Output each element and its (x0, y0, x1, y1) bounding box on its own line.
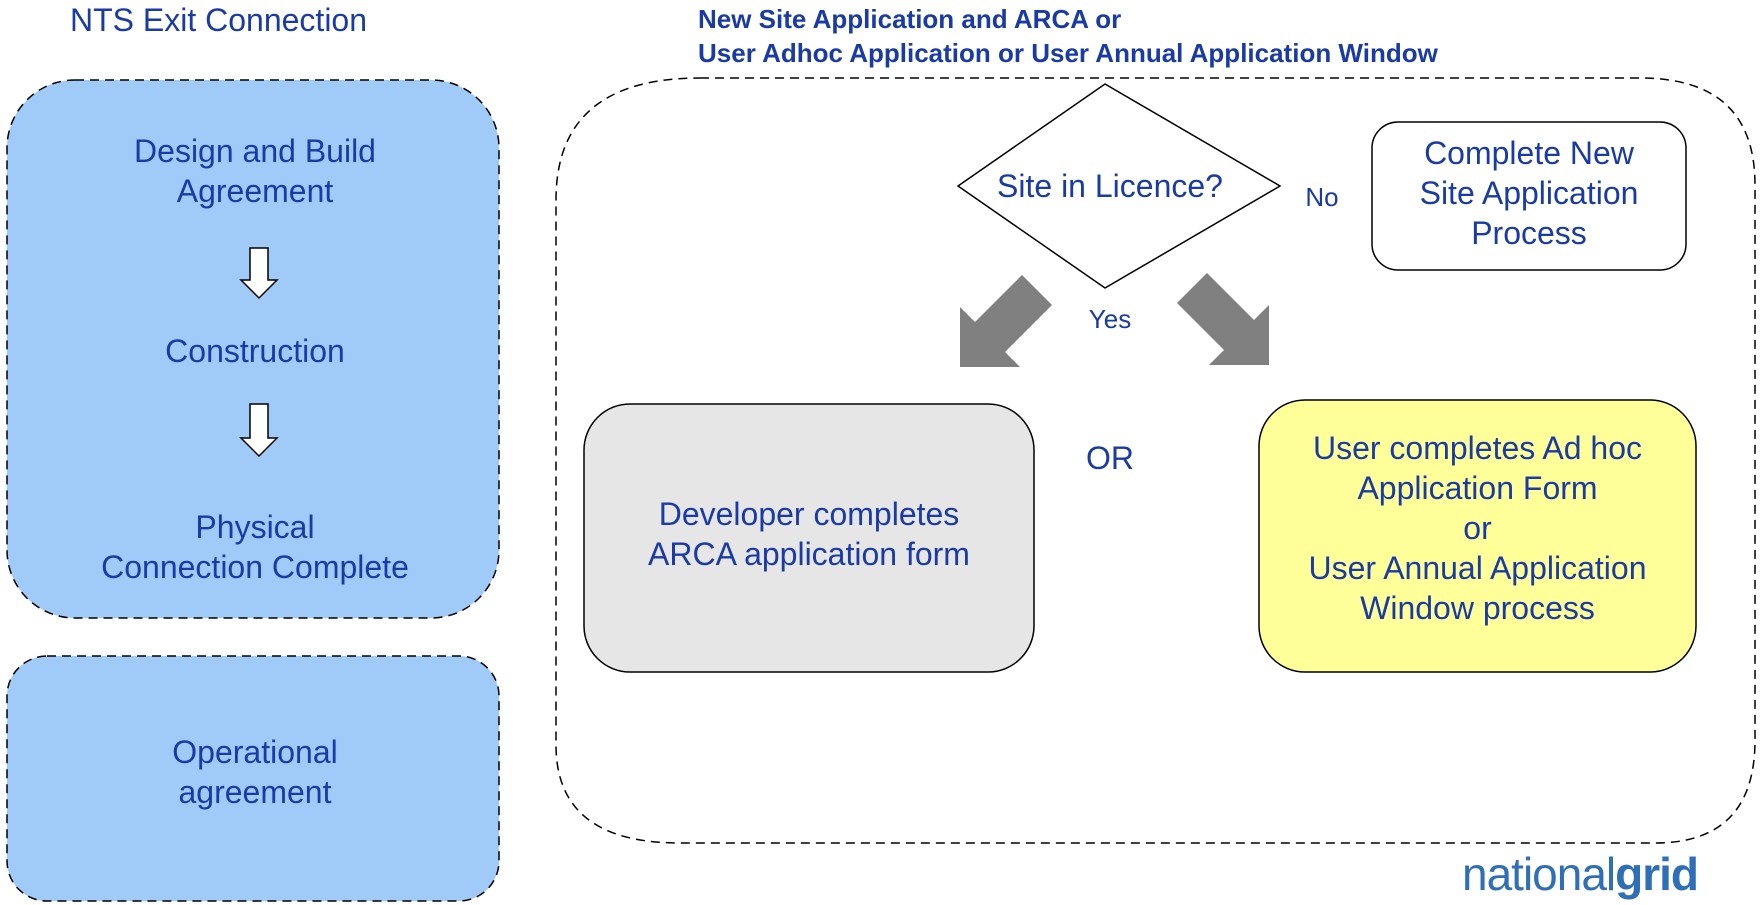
design-build-agreement-label: Design and Build Agreement (100, 131, 410, 211)
new-site-line2: Site Application (1419, 175, 1639, 211)
logo-national-text: national (1462, 848, 1616, 900)
operational-agreement-box (6, 655, 500, 902)
logo-grid-text: grid (1615, 848, 1699, 900)
new-site-application-box (1371, 121, 1687, 271)
user-line5: Window process (1360, 590, 1595, 626)
user-application-label: User completes Ad hoc Application Form o… (1259, 428, 1696, 628)
nts-exit-connection-title: NTS Exit Connection (70, 2, 368, 38)
or-label: OR (1086, 440, 1134, 476)
operational-line2: agreement (178, 774, 332, 810)
gray-arrow-down-right-icon (1177, 273, 1269, 365)
user-line4: User Annual Application (1308, 550, 1647, 586)
developer-arca-label: Developer completes ARCA application for… (584, 494, 1034, 574)
physical-connection-line2: Connection Complete (101, 549, 409, 585)
decision-diamond (956, 83, 1282, 289)
new-site-line3: Process (1471, 215, 1587, 251)
gray-arrow-down-left-icon (960, 275, 1052, 367)
new-site-application-label: Complete New Site Application Process (1372, 133, 1686, 253)
developer-line2: ARCA application form (648, 536, 970, 572)
construction-label: Construction (165, 333, 345, 369)
design-build-line2: Agreement (176, 173, 334, 209)
hollow-down-arrow-icon (239, 247, 279, 300)
user-application-box (1258, 399, 1697, 673)
user-line1: User completes Ad hoc (1312, 430, 1643, 466)
hollow-down-arrow-icon (239, 403, 279, 458)
no-label: No (1305, 182, 1339, 212)
site-in-licence-question: Site in Licence? (997, 168, 1223, 204)
developer-arca-box (583, 403, 1035, 673)
developer-line1: Developer completes (658, 496, 960, 532)
design-build-line1: Design and Build (134, 133, 376, 169)
user-line3: or (1463, 510, 1492, 546)
application-process-container (555, 77, 1756, 844)
new-site-line1: Complete New (1424, 135, 1634, 171)
application-title-line2: User Adhoc Application or User Annual Ap… (698, 38, 1438, 68)
operational-agreement-label: Operational agreement (100, 732, 410, 812)
left-process-box (6, 79, 500, 619)
yes-label: Yes (1088, 304, 1132, 334)
application-window-title: New Site Application and ARCA or User Ad… (698, 2, 1438, 70)
physical-connection-line1: Physical (195, 509, 315, 545)
user-line2: Application Form (1357, 470, 1598, 506)
operational-line1: Operational (172, 734, 338, 770)
application-title-line1: New Site Application and ARCA or (698, 4, 1122, 34)
physical-connection-label: Physical Connection Complete (60, 507, 450, 587)
national-grid-logo: nationalgrid (1462, 848, 1699, 900)
